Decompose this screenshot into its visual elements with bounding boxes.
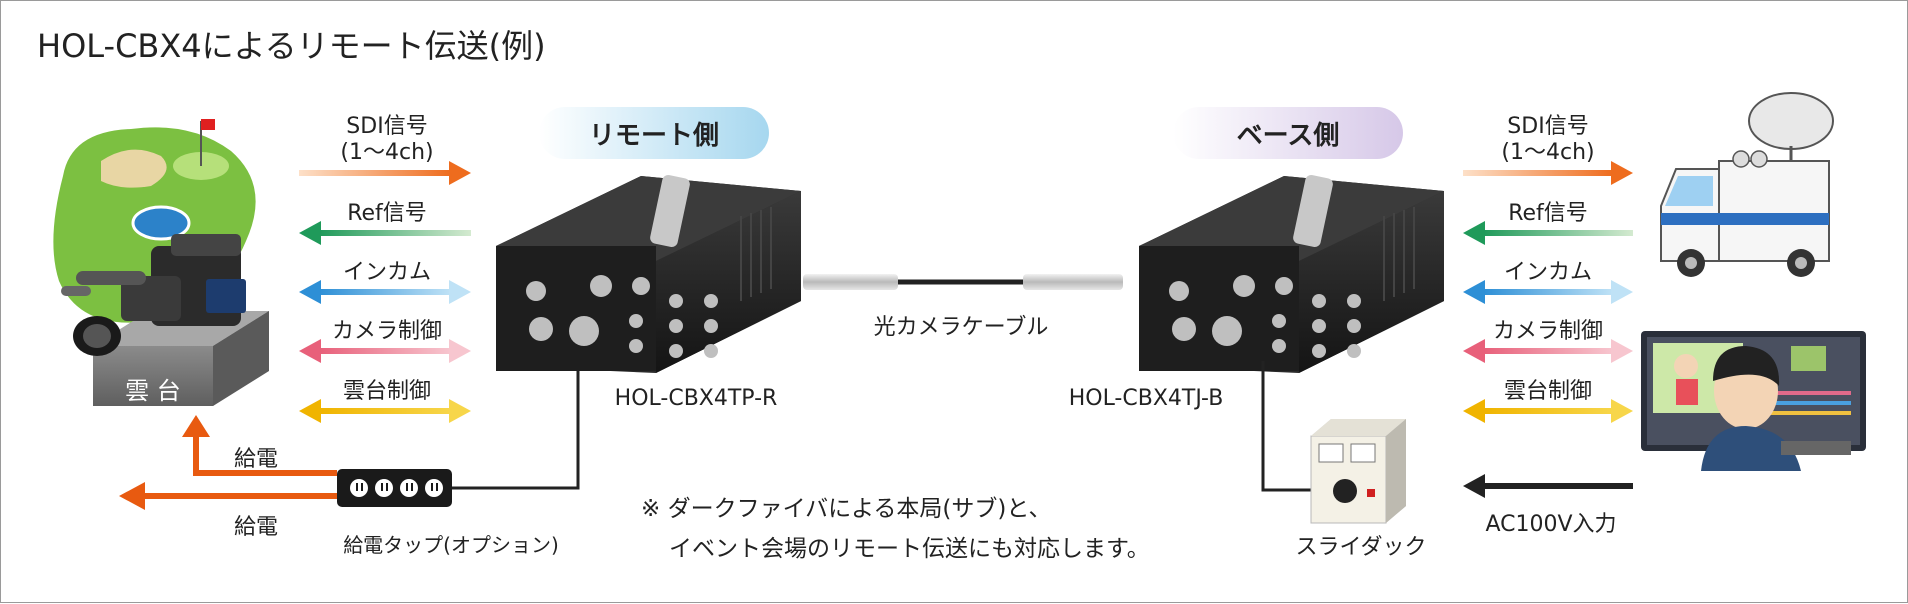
right-intercom-label: インカム <box>1503 260 1592 285</box>
remote-power-cable <box>452 361 580 490</box>
power-feed-lines <box>119 415 337 510</box>
remote-unit-label: HOL-CBX4TP-R <box>614 386 778 411</box>
left-intercom-label: インカム <box>342 260 431 285</box>
broadcast-van-icon <box>1660 92 1834 277</box>
right-pan-tilt-arrow <box>1463 399 1633 423</box>
right-ref-arrow <box>1463 221 1633 245</box>
left-ref-arrow <box>299 221 471 245</box>
left-sdi-channels-label: (1～4ch) <box>340 140 434 165</box>
remote-side-badge: リモート側 <box>539 107 769 159</box>
camera-mount-label: 雲 台 <box>125 377 181 405</box>
right-camera-control-arrow <box>1463 339 1633 363</box>
right-camera-control-label: カメラ制御 <box>1492 319 1603 344</box>
left-sdi-label: SDI信号 <box>346 114 428 139</box>
power-strip-label: 給電タップ(オプション) <box>343 533 559 557</box>
right-intercom-arrow <box>1463 280 1633 304</box>
base-unit-label: HOL-CBX4TJ-B <box>1068 386 1224 411</box>
left-intercom-arrow <box>299 280 471 304</box>
right-ac-arrow <box>1463 474 1633 498</box>
transformer-label: スライダック <box>1295 535 1427 560</box>
power-feed-label-2: 給電 <box>233 515 278 540</box>
left-ref-label: Ref信号 <box>347 201 427 226</box>
cable-label: 光カメラケーブル <box>873 315 1049 340</box>
right-sdi-label: SDI信号 <box>1507 114 1589 139</box>
right-ref-label: Ref信号 <box>1508 201 1588 226</box>
base-side-badge: ベース側 <box>1173 107 1403 159</box>
base-power-cable <box>1261 361 1316 492</box>
note-line-1: ※ ダークファイバによる本局(サブ)と、 <box>641 496 1052 522</box>
left-camera-control-label: カメラ制御 <box>331 319 442 344</box>
left-pan-tilt-label: 雲台制御 <box>342 379 431 404</box>
power-strip-icon <box>337 469 452 507</box>
video-camera-icon <box>61 234 246 356</box>
left-camera-control-arrow <box>299 339 471 363</box>
ac-input-label: AC100V入力 <box>1485 512 1617 537</box>
left-pan-tilt-arrow <box>299 399 471 423</box>
right-sdi-channels-label: (1～4ch) <box>1501 140 1595 165</box>
power-feed-label-1: 給電 <box>233 447 278 472</box>
right-sdi-arrow <box>1463 161 1633 185</box>
fiber-cable-icon <box>803 274 1123 290</box>
editor-person-icon <box>1641 331 1866 471</box>
slidac-transformer-icon <box>1310 419 1406 524</box>
right-pan-tilt-label: 雲台制御 <box>1503 379 1592 404</box>
remote-unit-device <box>496 174 801 373</box>
base-unit-device <box>1139 174 1444 373</box>
note-line-2: イベント会場のリモート伝送にも対応します。 <box>669 536 1150 562</box>
page-title: HOL-CBX4によるリモート伝送(例) <box>37 27 546 65</box>
left-sdi-arrow <box>299 161 471 185</box>
